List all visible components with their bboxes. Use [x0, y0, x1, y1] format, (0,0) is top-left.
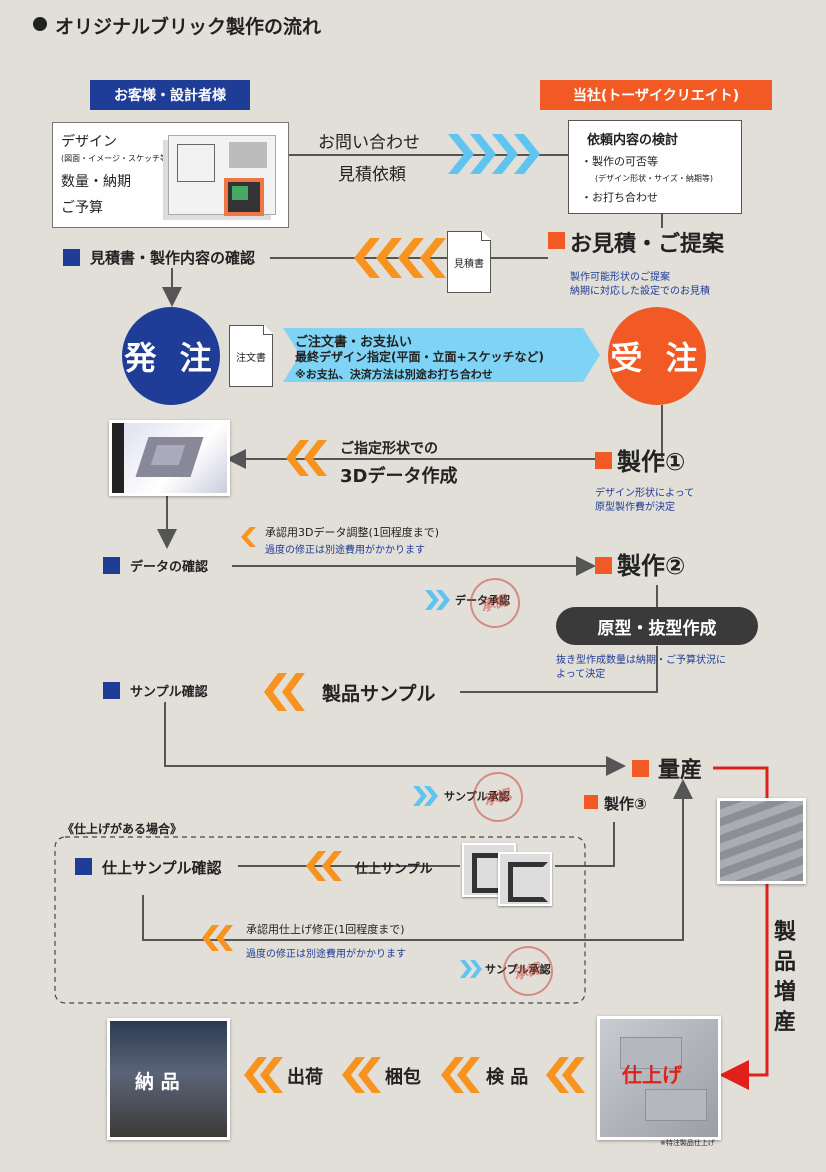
mold-note-1: 抜き型作成数量は納期・ご予算状況に: [556, 655, 726, 666]
inspect-label: 検 品: [486, 1067, 529, 1088]
finish-confirm-marker: [75, 858, 92, 875]
sample-confirm-marker: [103, 682, 120, 699]
confirm-estimate-marker: [63, 249, 80, 266]
adjust-line-2: 過度の修正は別途費用がかかります: [265, 545, 425, 556]
estimate-title: お見積・ご提案: [570, 232, 725, 257]
company-header: 当社(トーザイクリエイト): [540, 80, 772, 110]
client-header: お客様・設計者様: [90, 80, 250, 110]
order-document-label: 注文書: [236, 352, 266, 364]
finish-product-photo: 仕上げ: [597, 1016, 721, 1140]
sample-arrow-label: 製品サンプル: [322, 683, 436, 705]
page-title: オリジナルブリック製作の流れ: [55, 16, 322, 38]
prod1-marker: [595, 452, 612, 469]
review-box: 依頼内容の検討 ・製作の可否等 (デザイン形状・サイズ・納期等) ・お打ち合わせ: [568, 120, 742, 214]
delivery-label: 納 品: [135, 1071, 180, 1093]
sample-approval-label: サンプル承認: [444, 790, 510, 803]
product-increase-label: 製 品 増 産: [770, 918, 800, 1038]
drawing-image: [168, 135, 276, 216]
prod3-label: 製作③: [604, 795, 647, 813]
sample-confirm-label: サンプル確認: [130, 685, 208, 700]
adjust-line-1: 承認用3Dデータ調整(1回程度まで): [265, 526, 440, 539]
prod3-marker: [584, 795, 598, 809]
order-line-2: 最終デザイン指定(平面・立面+スケッチなど): [295, 350, 545, 364]
design-sub-label: (図面・イメージ・スケッチ等): [61, 154, 172, 163]
place-order-circle: 発 注: [122, 307, 220, 405]
estimate-document-label: 見積書: [454, 258, 484, 270]
data-confirm-marker: [103, 557, 120, 574]
3d-data-screenshot: [109, 420, 230, 496]
mold-note-2: よって決定: [556, 669, 606, 680]
finish-sample-image-2: [498, 852, 552, 906]
mold-pill: 原型・抜型作成: [556, 607, 758, 645]
prod2-title: 製作②: [617, 552, 686, 580]
increase-char-1: 製: [773, 920, 796, 945]
review-item-1-sub: (デザイン形状・サイズ・納期等): [595, 174, 714, 183]
mold-title: 原型・抜型作成: [597, 618, 717, 639]
prod1-title: 製作①: [617, 448, 686, 476]
estimate-note-1: 製作可能形状のご提案: [570, 272, 670, 283]
increase-char-3: 増: [773, 980, 796, 1005]
title-bullet: [33, 17, 47, 31]
finish-photo-label: 仕上げ: [622, 1063, 682, 1087]
inquiry-label: お問い合わせ: [318, 133, 420, 153]
review-item-1: ・製作の可否等: [581, 155, 658, 168]
3d-arrow-line-1: ご指定形状での: [340, 441, 438, 457]
finish-case-label: 《仕上げがある場合》: [62, 822, 183, 836]
estimate-document-icon: 見積書: [447, 231, 491, 293]
mass-marker: [632, 760, 649, 777]
finish-confirm-label: 仕上サンプル確認: [102, 859, 222, 877]
prod2-marker: [595, 557, 612, 574]
finish-adjust-line-1: 承認用仕上げ修正(1回程度まで): [246, 923, 405, 936]
receive-order-circle: 受 注: [608, 307, 706, 405]
order-line-1: ご注文書・お支払い: [295, 335, 413, 350]
finish-photo-note: ※特注製品仕上げ: [660, 1139, 715, 1147]
finish-sample-label: 仕上サンプル: [355, 862, 433, 877]
estimate-note-2: 納期に対応した設定でのお見積: [570, 286, 710, 297]
data-approval-label: データ承認: [455, 594, 510, 607]
estimate-marker: [548, 232, 565, 249]
prod1-note-2: 原型製作費が決定: [595, 502, 675, 513]
qty-label: 数量・納期: [61, 174, 131, 190]
3d-arrow-line-2: 3Dデータ作成: [340, 466, 458, 487]
increase-char-4: 産: [773, 1010, 796, 1035]
client-requirements-box: デザイン (図面・イメージ・スケッチ等) 数量・納期 ご予算: [52, 122, 289, 228]
data-confirm-label: データの確認: [130, 560, 209, 575]
budget-label: ご予算: [61, 200, 103, 216]
review-item-2: ・お打ち合わせ: [581, 191, 658, 204]
delivery-photo: 納 品: [107, 1018, 230, 1140]
pack-label: 梱包: [385, 1067, 421, 1088]
finish-adjust-line-2: 過度の修正は別途費用がかかります: [246, 949, 406, 960]
prod1-note-1: デザイン形状によって: [595, 488, 695, 499]
confirm-estimate-label: 見積書・製作内容の確認: [90, 249, 256, 267]
review-title: 依頼内容の検討: [587, 133, 679, 148]
order-line-3: ※お支払、決済方法は別途お打ち合わせ: [295, 368, 493, 381]
design-label: デザイン: [61, 134, 117, 150]
mass-label: 量産: [658, 758, 703, 783]
finish-approval-label: サンプル承認: [485, 963, 551, 976]
ship-label: 出荷: [287, 1067, 323, 1088]
estimate-request-label: 見積依頼: [338, 165, 406, 185]
mass-production-photo: [717, 798, 806, 884]
increase-char-2: 品: [773, 950, 796, 975]
order-document-icon: 注文書: [229, 325, 273, 387]
